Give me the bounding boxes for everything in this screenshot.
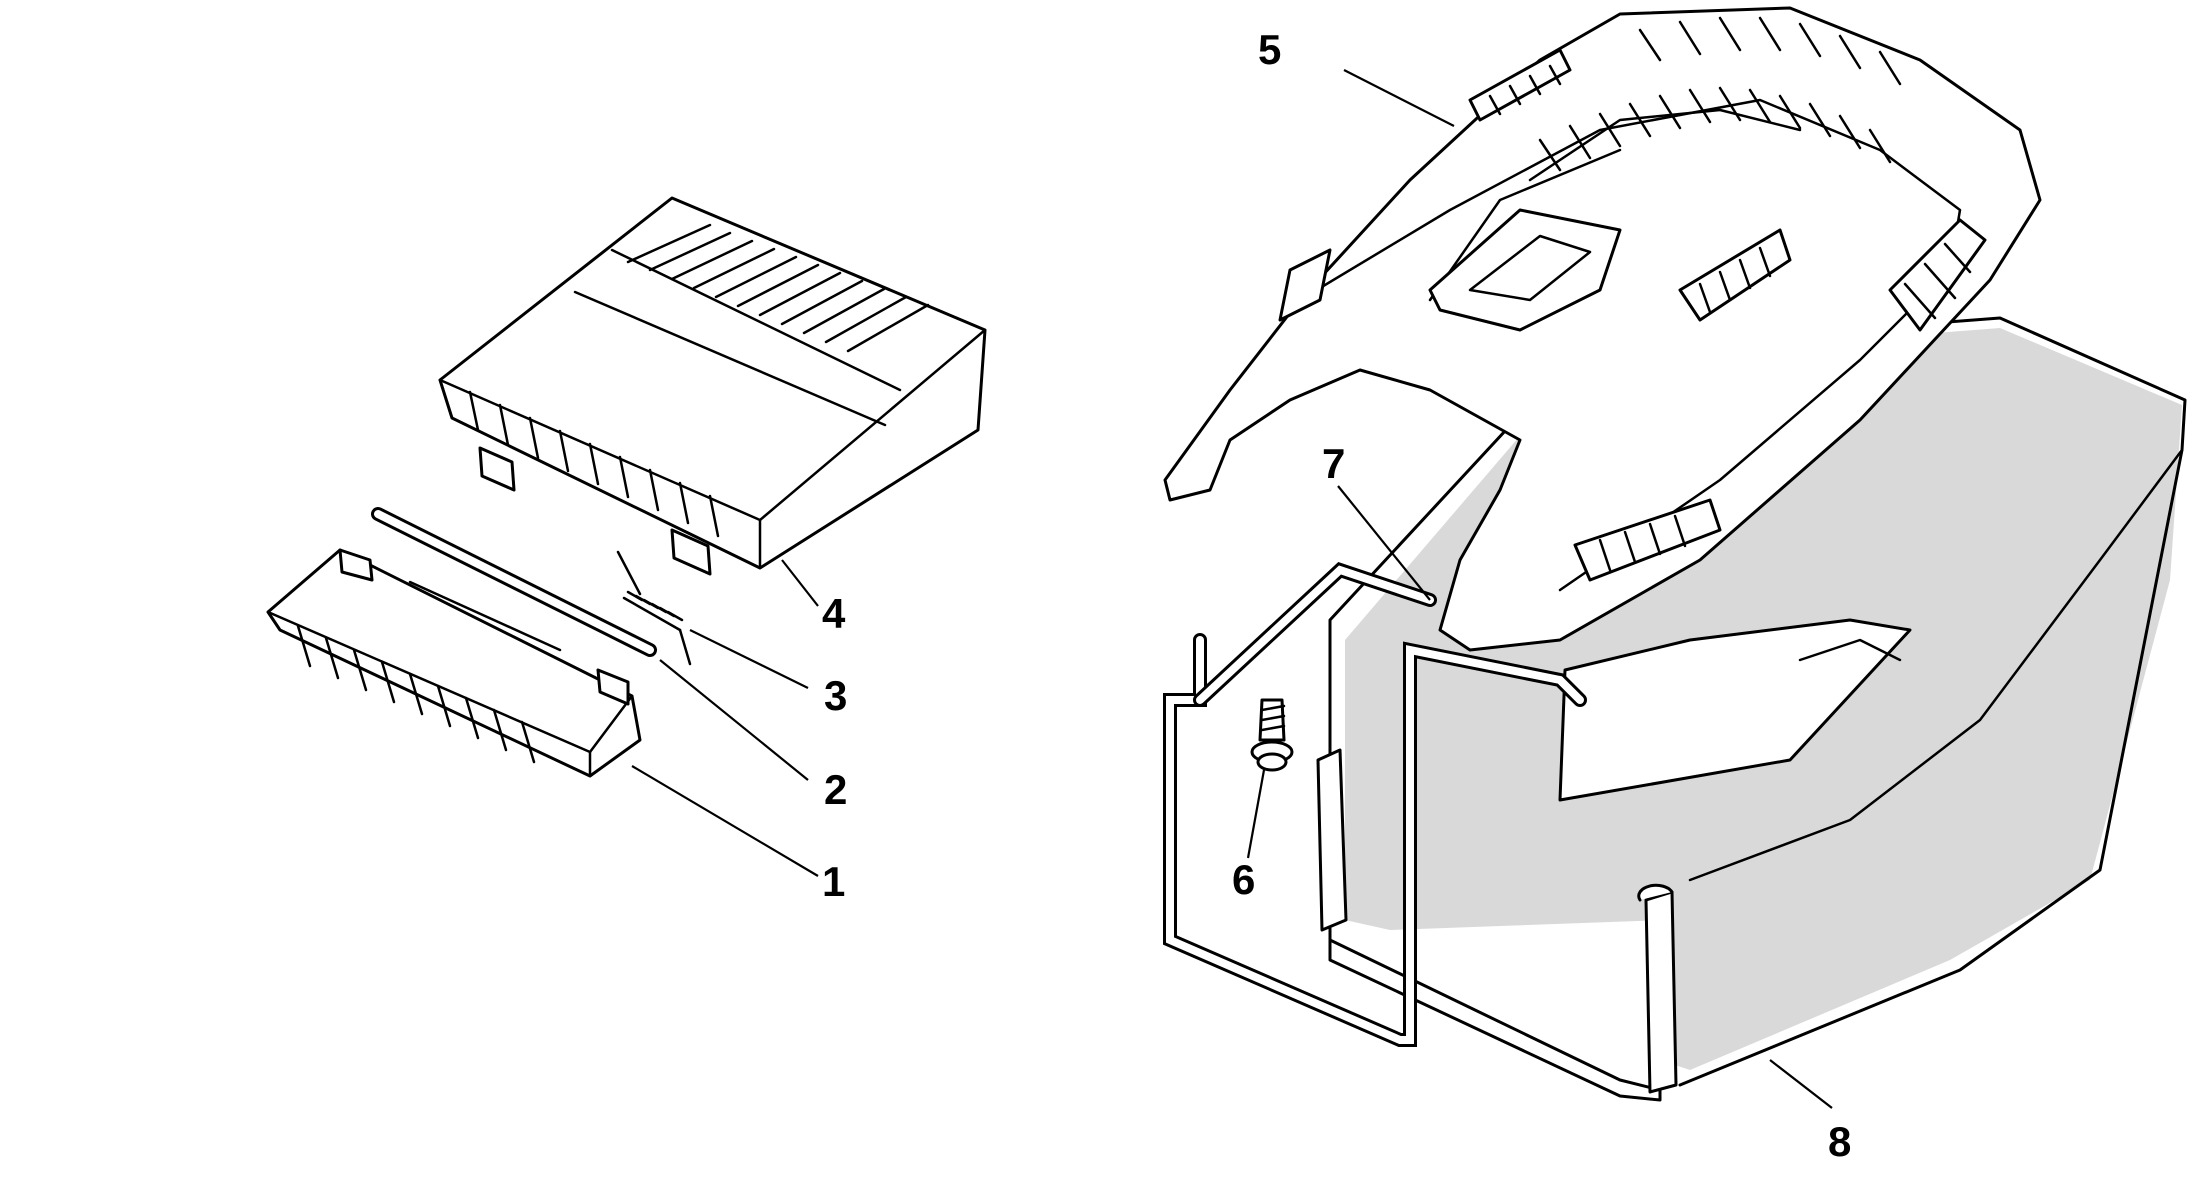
leader-line-2 bbox=[659, 659, 809, 781]
part-2-hinge-rod bbox=[371, 507, 657, 657]
part-1-grille bbox=[266, 548, 642, 778]
leader-line-3 bbox=[689, 629, 809, 689]
callout-4: 4 bbox=[822, 590, 846, 637]
leader-line-1 bbox=[631, 765, 819, 877]
part-4-flap-cover bbox=[438, 196, 987, 576]
callout-7: 7 bbox=[1322, 440, 1345, 487]
part-3-spring bbox=[616, 550, 692, 666]
callout-2: 2 bbox=[824, 766, 847, 813]
callout-5: 5 bbox=[1258, 26, 1281, 73]
part-7-frame bbox=[1163, 562, 1587, 1047]
leader-line-6 bbox=[1246, 769, 1266, 859]
callout-6: 6 bbox=[1232, 856, 1255, 903]
leader-line-4 bbox=[781, 559, 819, 607]
callout-8: 8 bbox=[1828, 1118, 1851, 1165]
part-5-bag-top bbox=[1163, 6, 2042, 652]
leader-line-7 bbox=[1337, 485, 1431, 601]
callout-1: 1 bbox=[822, 858, 845, 905]
part-6-screw bbox=[1250, 698, 1294, 772]
leader-line-8 bbox=[1769, 1059, 1833, 1109]
callout-3: 3 bbox=[824, 672, 847, 719]
leader-line-5 bbox=[1343, 69, 1455, 127]
